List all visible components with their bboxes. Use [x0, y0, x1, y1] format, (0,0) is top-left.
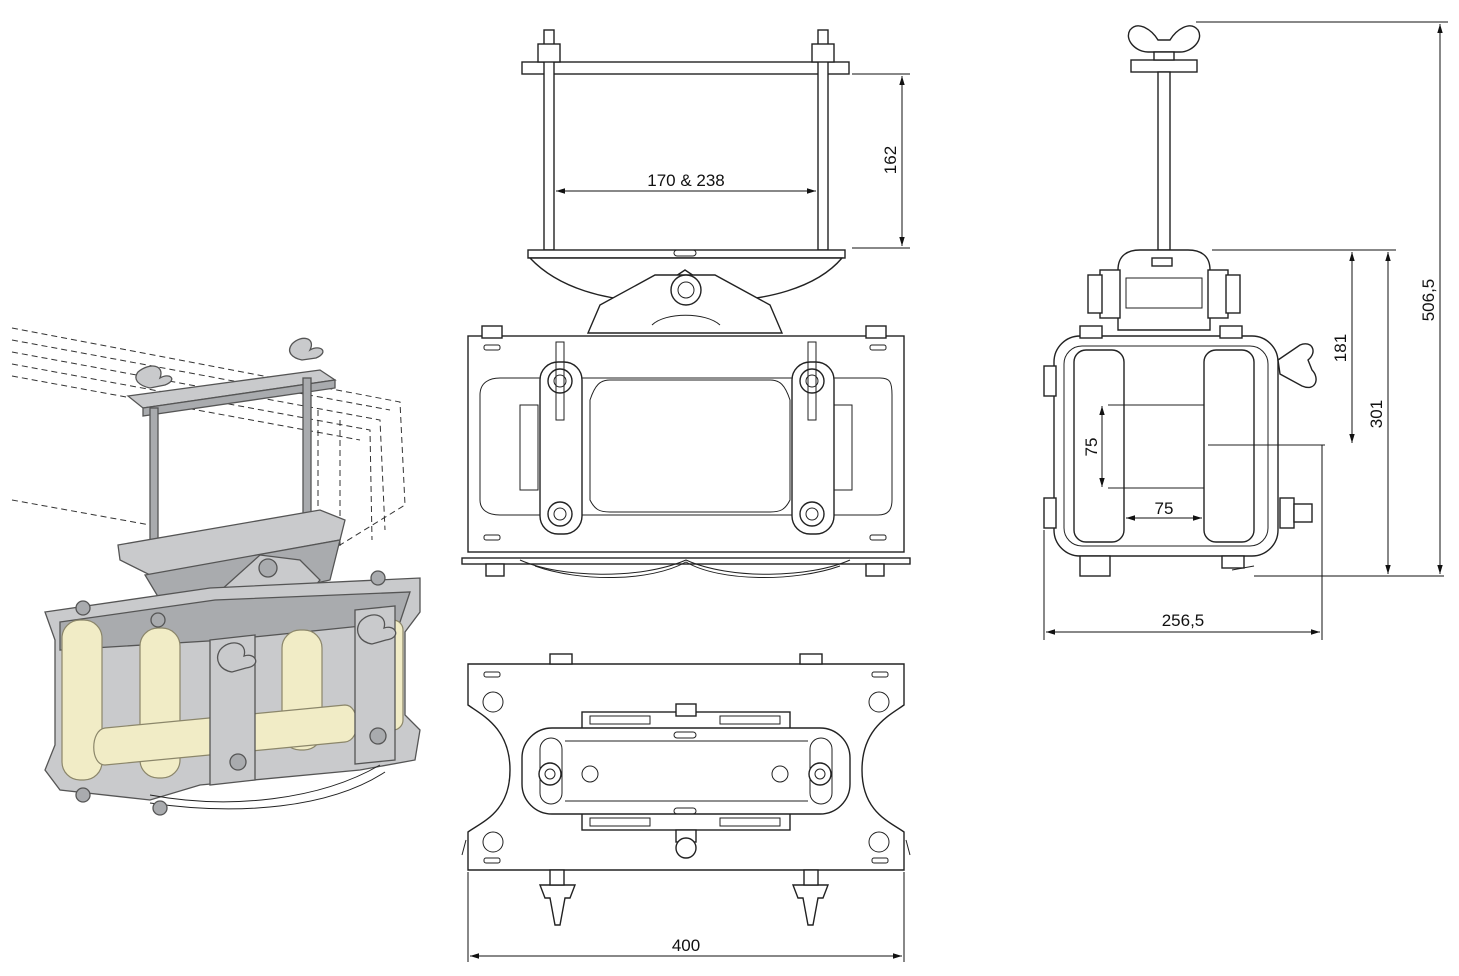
dim-label-opening-width: 75 — [1155, 499, 1174, 518]
nut-icon — [1043, 365, 1057, 397]
hinge-bolt-icon — [670, 274, 702, 306]
front-view: 170 & 238 162 — [461, 29, 911, 579]
nut-icon — [150, 612, 166, 628]
iso-top-plate — [126, 337, 337, 549]
side-wing-nut-icon — [1127, 25, 1201, 53]
iso-side-plate-left — [209, 634, 256, 786]
iso-frame — [44, 570, 421, 816]
side-roller-left — [1073, 349, 1125, 543]
nut-icon — [1279, 497, 1295, 529]
nut-icon — [865, 325, 887, 339]
wing-nut-icon — [538, 884, 577, 926]
nut-icon — [1087, 274, 1103, 314]
wing-nut-icon — [217, 642, 257, 673]
iso-rod-left — [149, 407, 159, 549]
beam-outline — [11, 327, 406, 550]
nut-icon — [152, 800, 168, 816]
dim-label-opening-height: 75 — [1082, 438, 1101, 457]
bolt-icon — [547, 368, 573, 394]
side-wing-nut-icon — [1277, 343, 1317, 389]
bolt-icon — [369, 727, 387, 745]
side-rod — [1157, 71, 1171, 251]
dim-label-lower-height: 301 — [1367, 400, 1386, 428]
dim-label-rod-spacing: 170 & 238 — [647, 171, 725, 190]
bolt-icon — [538, 762, 562, 786]
front-saddle-bar — [527, 249, 846, 259]
nut-icon — [481, 325, 503, 339]
iso-rod-right — [302, 377, 312, 519]
wing-nut-icon — [357, 614, 397, 645]
roller-left — [61, 619, 103, 781]
dim-label-total-height: 506,5 — [1419, 279, 1438, 322]
nut-icon — [75, 787, 91, 803]
front-frame — [467, 335, 905, 553]
nut-icon — [1219, 325, 1243, 339]
top-view: 400 — [461, 653, 911, 962]
dim-label-width-side: 256,5 — [1162, 611, 1205, 630]
side-view: 75 75 181 301 506,5 256,5 — [1043, 21, 1448, 640]
front-side-plate-right — [791, 361, 835, 535]
isometric-view — [11, 327, 421, 816]
front-side-plate-left — [539, 361, 583, 535]
side-hinge — [1117, 249, 1211, 331]
bolt-icon — [799, 368, 825, 394]
nut-icon — [675, 703, 697, 717]
nut-icon — [811, 43, 835, 63]
front-top-plate — [521, 61, 850, 75]
front-bottom-rail — [461, 557, 911, 565]
front-center-window — [589, 379, 791, 513]
nut-icon — [865, 563, 885, 577]
bolt-icon — [229, 753, 247, 771]
front-rod-left — [543, 29, 555, 251]
nut-icon — [370, 570, 386, 586]
side-roller-right — [1203, 349, 1255, 543]
bolt-icon — [675, 837, 697, 859]
front-rod-right — [817, 29, 829, 251]
nut-icon — [799, 653, 823, 665]
wing-nut-icon — [288, 337, 324, 361]
iso-side-plate-right — [354, 605, 396, 765]
nut-icon — [1221, 555, 1245, 569]
nut-icon — [1079, 555, 1111, 577]
nut-icon — [537, 43, 561, 63]
dim-label-rod-height: 162 — [881, 146, 900, 174]
front-inner-frame — [479, 377, 893, 516]
nut-icon — [75, 600, 91, 616]
bolt-icon — [808, 762, 832, 786]
bolt-icon — [258, 558, 278, 578]
nut-icon — [485, 563, 505, 577]
side-top-plate — [1130, 59, 1198, 73]
dim-label-width-front: 400 — [672, 936, 700, 955]
wing-nut-icon — [135, 365, 173, 389]
nut-icon — [1079, 325, 1103, 339]
nut-icon — [549, 653, 573, 665]
dim-label-roller-axis-height: 181 — [1331, 334, 1350, 362]
wing-nut-icon — [791, 884, 830, 926]
nut-icon — [1043, 497, 1057, 529]
bolt-icon — [799, 501, 825, 527]
nut-icon — [1225, 274, 1241, 314]
bolt-icon — [547, 501, 573, 527]
